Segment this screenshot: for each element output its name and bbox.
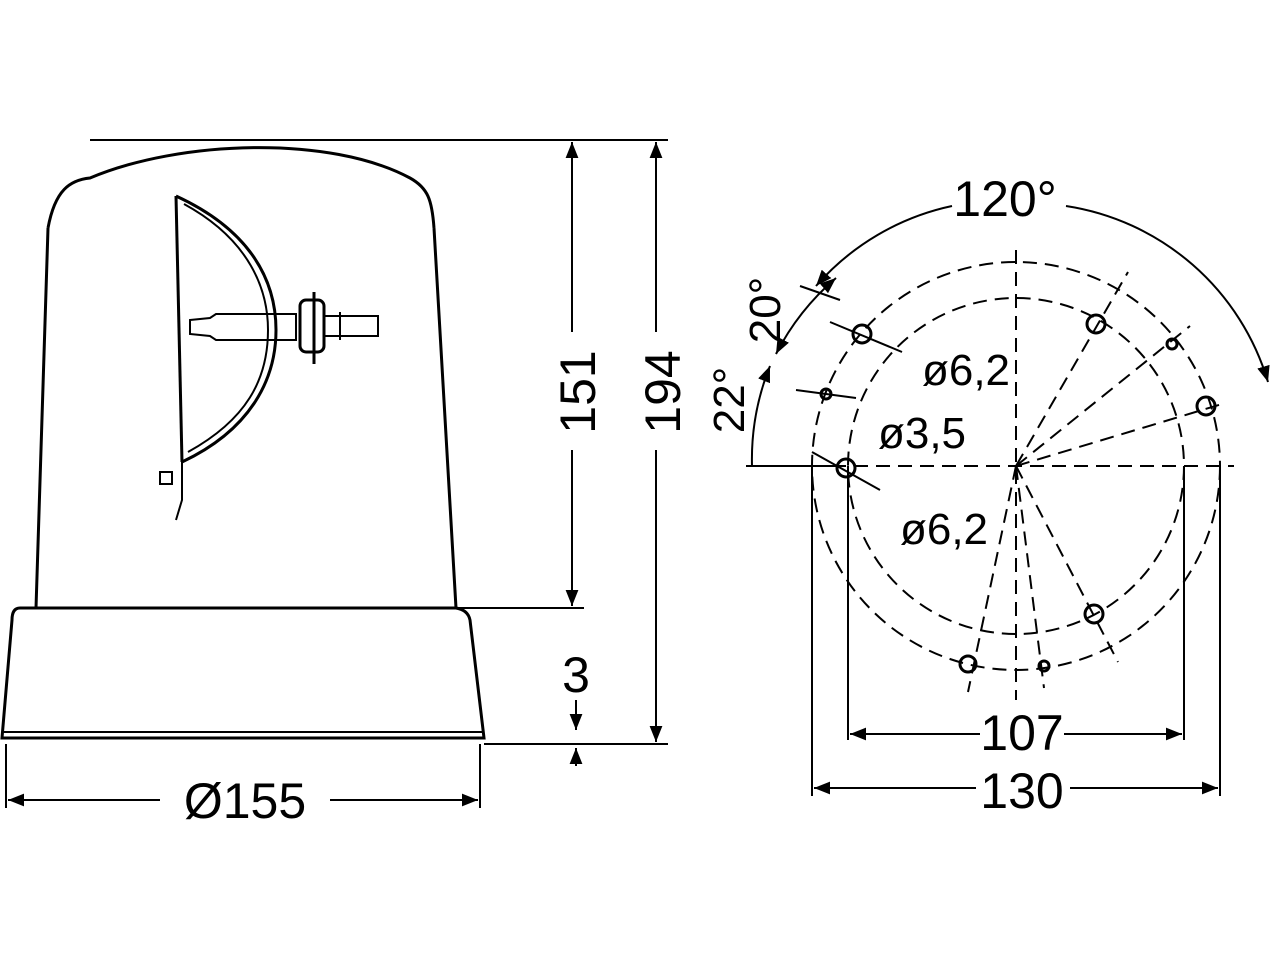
ray-3: [1015, 403, 1223, 467]
hole-6: [958, 654, 978, 674]
bulb-connector: [323, 315, 379, 337]
lens-dome: [46, 146, 436, 229]
hole-5: [835, 457, 857, 479]
hole-2: [1085, 313, 1107, 335]
label-35: ø3,5: [878, 409, 966, 458]
callout-62-top: [829, 321, 903, 353]
reflector-inner: [183, 203, 270, 453]
label-22: 22°: [705, 367, 754, 434]
ray-2: [1015, 325, 1191, 467]
ray-5: [967, 465, 1017, 693]
label-151: 151: [550, 350, 606, 433]
bulb-socket: [298, 298, 326, 354]
arc-120-left: [815, 205, 953, 287]
bracket: [159, 462, 183, 521]
ray-4: [1015, 465, 1119, 663]
hole-1: [851, 323, 873, 345]
ext-20: [799, 285, 841, 301]
side-view: 151 194 3 Ø155: [0, 139, 691, 829]
arc-120-right: [1065, 205, 1270, 383]
bulb: [189, 313, 297, 341]
lens-body: [34, 227, 458, 609]
callout-35: [795, 389, 857, 399]
label-3: 3: [562, 647, 590, 703]
arc-22: [750, 365, 771, 467]
label-130: 130: [980, 763, 1063, 819]
callout-62-bottom: [811, 451, 881, 491]
label-120: 120°: [953, 171, 1056, 227]
base-housing: [0, 606, 486, 740]
label-155: Ø155: [184, 773, 306, 829]
label-62-top: ø6,2: [922, 346, 1010, 395]
hole-3: [1195, 395, 1217, 417]
reflector-back: [174, 195, 184, 463]
hole-4: [1083, 603, 1105, 625]
label-107: 107: [980, 705, 1063, 761]
ray-1: [1015, 271, 1129, 467]
small-hole-2: [1165, 337, 1179, 351]
arc-20: [775, 277, 837, 355]
reflector: [175, 194, 278, 464]
small-hole-3: [1037, 659, 1051, 673]
top-view: 120° 20° 22° ø6,2 ø3,5 ø6,2 107 130: [705, 171, 1270, 819]
label-62-bottom: ø6,2: [900, 505, 988, 554]
label-20: 20°: [741, 277, 790, 344]
label-194: 194: [635, 350, 691, 433]
ray-6: [1015, 465, 1045, 689]
